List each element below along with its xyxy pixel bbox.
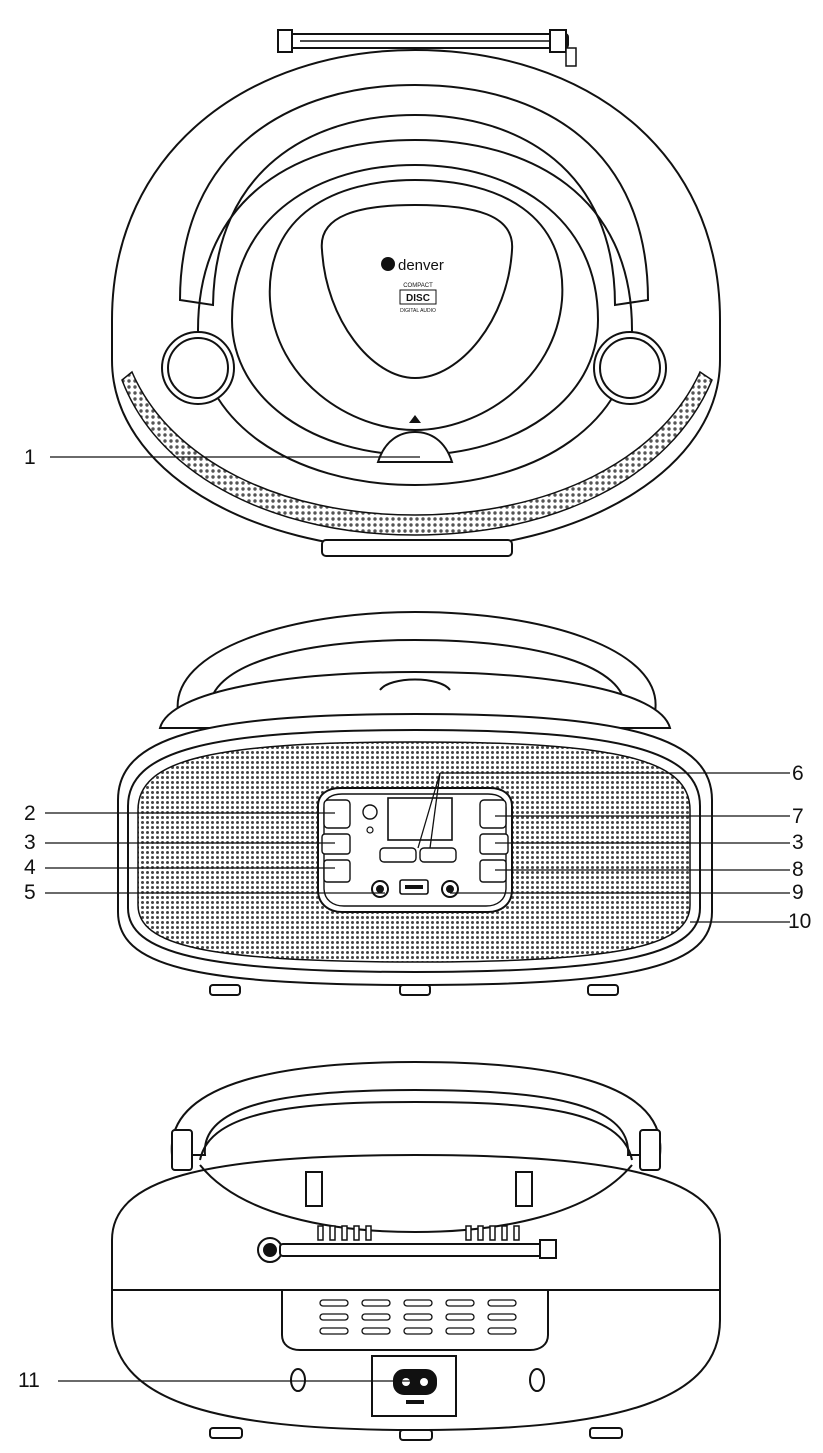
cd-lid-outer [196,138,634,487]
cd-lid-inner [230,163,600,457]
front-top-deck [158,670,672,729]
front-view [45,610,790,996]
screw-hole-right [529,1368,545,1392]
eject-icon [409,415,421,423]
stop-button[interactable] [479,859,507,883]
back-antenna-slots [317,1225,520,1241]
callout-3-left: 3 [24,831,36,854]
callout-10: 10 [788,910,812,933]
callout-9: 9 [792,881,804,904]
lcd-display [387,797,453,841]
cd-lid-triangle-inner [320,203,514,380]
svg-text:DISC: DISC [406,293,430,304]
volume-up-button[interactable] [419,847,457,863]
left-skip-button[interactable] [321,833,351,855]
callout-11: 11 [18,1369,40,1392]
top-body-outline [111,48,721,552]
back-handle [170,1060,662,1156]
callout-2: 2 [24,802,36,825]
eq-button[interactable] [479,799,507,829]
svg-text:DIGITAL AUDIO: DIGITAL AUDIO [400,308,436,314]
ir-sensor [366,826,374,834]
callout-1: 1 [24,446,36,469]
play-pause-button[interactable] [323,799,351,829]
callout-4: 4 [24,856,36,879]
back-vents [319,1299,517,1335]
right-knob [593,331,667,405]
top-view [50,29,721,557]
right-skip-button[interactable] [479,833,509,855]
brand-logo-text: denver [398,257,444,274]
front-foot-left [209,984,241,996]
left-knob [161,331,235,405]
power-button[interactable] [362,804,378,820]
top-handle [178,83,650,307]
compact-disc-logo: COMPACT DISC DIGITAL AUDIO [399,283,437,314]
callout-5: 5 [24,881,36,904]
svg-text:COMPACT: COMPACT [403,283,433,289]
back-view [58,1060,721,1441]
callout-8: 8 [792,858,804,881]
ac-inlet-icon[interactable] [393,1369,437,1395]
front-foot-right [587,984,619,996]
cd-lid-triangle-outer [268,178,564,432]
front-foot-center [399,984,431,996]
brand-logo: denver [381,257,444,274]
ac-inlet-panel [371,1355,457,1417]
callout-7: 7 [792,805,804,828]
telescopic-antenna-icon [277,29,577,67]
callout-6: 6 [792,762,804,785]
mode-button[interactable] [323,859,351,883]
volume-down-button[interactable] [379,847,417,863]
top-speaker-grille [121,370,713,536]
screw-hole-left [290,1368,306,1392]
callout-3-right: 3 [792,831,804,854]
back-antenna [257,1237,557,1263]
cd-door-open-tab [376,430,454,463]
